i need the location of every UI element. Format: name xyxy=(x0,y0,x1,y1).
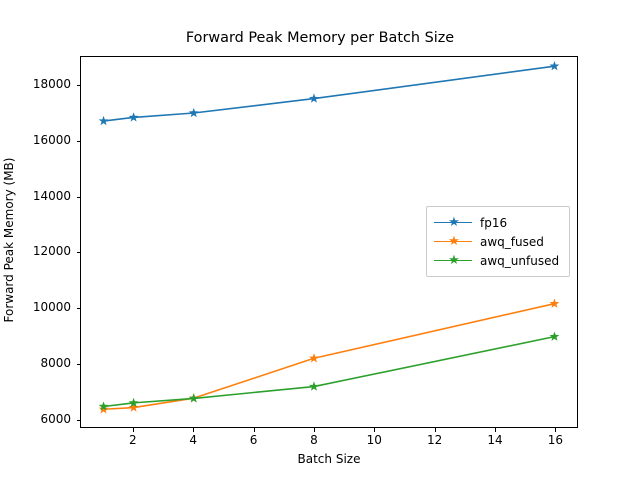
y-tick-mark xyxy=(76,419,80,421)
y-tick-label: 12000 xyxy=(32,244,71,259)
y-tick-mark xyxy=(76,308,80,310)
data-point-marker xyxy=(549,60,560,71)
data-point-marker xyxy=(188,393,199,403)
data-point-marker xyxy=(98,115,109,126)
data-point-marker xyxy=(98,404,109,414)
x-tick-label: 2 xyxy=(128,433,137,447)
series-line-awq_fused xyxy=(102,302,556,411)
data-point-marker xyxy=(128,402,139,412)
legend-line-0 xyxy=(434,221,472,224)
series-awq_fused xyxy=(98,298,560,414)
y-axis-label-container: Forward Peak Memory (MB) xyxy=(0,56,18,428)
x-tick-label: 6 xyxy=(249,433,258,447)
x-tick-mark xyxy=(193,428,195,432)
y-tick-mark xyxy=(76,252,80,254)
y-tick-label: 16000 xyxy=(32,132,71,147)
data-point-marker xyxy=(128,112,139,122)
y-tick-label: 18000 xyxy=(32,77,71,92)
series-line-fp16 xyxy=(102,65,556,122)
y-tick-label: 6000 xyxy=(40,411,71,426)
data-point-marker xyxy=(188,107,199,118)
y-tick-mark xyxy=(76,363,80,365)
x-tick-mark xyxy=(555,428,557,432)
y-tick-label: 10000 xyxy=(32,300,71,315)
legend-label-2: awq_unfused xyxy=(480,253,560,268)
legend-label-1: awq_fused xyxy=(480,234,544,249)
series-fp16 xyxy=(98,60,560,126)
legend-label-0: fp16 xyxy=(480,215,508,230)
data-point-marker xyxy=(309,353,319,363)
plot-lines-svg xyxy=(98,60,560,414)
y-tick-mark xyxy=(76,196,80,198)
legend-line-1 xyxy=(434,240,472,243)
x-tick-label: 14 xyxy=(487,433,503,447)
data-point-marker xyxy=(549,331,560,341)
y-tick-label: 14000 xyxy=(32,188,71,203)
x-tick-label: 12 xyxy=(426,433,443,447)
data-point-marker xyxy=(309,381,319,391)
x-tick-label: 16 xyxy=(547,433,563,447)
x-tick-mark xyxy=(434,428,436,432)
star-icon: ★ xyxy=(448,214,460,230)
y-tick-label: 8000 xyxy=(40,355,71,370)
x-axis-label: Batch Size xyxy=(297,452,361,466)
legend-item-0[interactable]: ★ fp16 xyxy=(434,213,561,232)
star-icon: ★ xyxy=(448,252,460,268)
y-tick-mark xyxy=(76,140,80,142)
y-tick-mark xyxy=(76,85,80,87)
legend-line-2 xyxy=(434,259,472,262)
series-awq_unfused xyxy=(98,331,560,411)
legend-line-marker-2: ★ xyxy=(434,254,472,268)
x-tick-mark xyxy=(374,428,376,432)
y-axis-label: Forward Peak Memory (MB) xyxy=(2,157,16,323)
x-tick-mark xyxy=(495,428,496,432)
x-tick-label: 4 xyxy=(189,433,197,447)
legend-item-1[interactable]: ★ awq_fused xyxy=(434,232,561,251)
legend-item-2[interactable]: ★ awq_unfused xyxy=(434,251,561,270)
series-line-awq_unfused xyxy=(102,335,556,408)
data-point-marker xyxy=(98,401,109,411)
x-tick-mark xyxy=(132,428,134,432)
x-tick-label: 10 xyxy=(366,433,382,447)
data-point-marker xyxy=(128,397,139,408)
legend-line-marker-1: ★ xyxy=(434,235,472,249)
legend-box: ★ fp16 ★ awq_fused ★ awq_unfused xyxy=(426,206,570,277)
legend-line-marker-0: ★ xyxy=(434,216,472,230)
x-tick-mark xyxy=(253,428,255,432)
star-icon: ★ xyxy=(448,233,460,249)
x-tick-label: 8 xyxy=(310,433,318,447)
data-point-marker xyxy=(309,93,319,103)
x-tick-mark xyxy=(313,428,315,432)
data-point-marker xyxy=(549,298,560,308)
chart-title: Forward Peak Memory per Batch Size xyxy=(185,30,455,46)
